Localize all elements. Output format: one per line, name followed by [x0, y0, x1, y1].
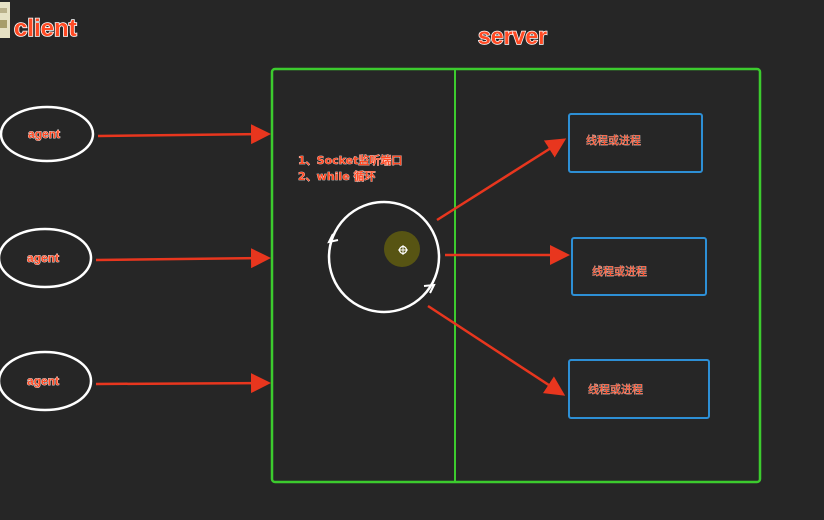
- worker-box-border: [571, 237, 707, 296]
- worker-box-border: [568, 359, 710, 419]
- worker-label: 线程或进程: [586, 133, 641, 147]
- loop-to-worker-1-arrow: [436, 138, 567, 222]
- agent-node-1: agent: [0, 105, 95, 163]
- client-title: client: [14, 15, 77, 42]
- worker-label: 线程或进程: [592, 264, 647, 278]
- agent-3-to-server-arrow: [95, 373, 271, 394]
- agent-ellipse: [0, 350, 93, 412]
- agent-ellipse: [0, 227, 93, 289]
- step-1-text: 1、Socket监听端口: [298, 153, 402, 167]
- server-box: [270, 67, 762, 484]
- step-2-text: 2、while 循环: [298, 169, 375, 183]
- worker-box-1: 线程或进程: [568, 113, 703, 173]
- loop-circle: [327, 200, 441, 314]
- agent-ellipse: [0, 105, 95, 163]
- loop-arrow-right-icon: [423, 283, 436, 294]
- loop-circle-ring: [327, 200, 441, 314]
- agent-2-to-server-arrow: [95, 248, 271, 269]
- worker-label: 线程或进程: [588, 382, 643, 396]
- agent-node-3: agent: [0, 350, 93, 412]
- worker-box-border: [568, 113, 703, 173]
- agent-label: agent: [28, 127, 60, 141]
- mouse-cursor-icon: [384, 231, 420, 267]
- agent-label: agent: [27, 374, 59, 388]
- agent-node-2: agent: [0, 227, 93, 289]
- agent-label: agent: [27, 251, 59, 265]
- loop-arrow-left-icon: [327, 233, 339, 244]
- document-thumbnail-icon: [0, 2, 10, 38]
- server-title: server: [478, 23, 547, 49]
- worker-box-2: 线程或进程: [571, 237, 707, 296]
- agent-1-to-server-arrow: [97, 124, 271, 145]
- worker-box-3: 线程或进程: [568, 359, 710, 419]
- loop-to-worker-3-arrow: [427, 304, 566, 396]
